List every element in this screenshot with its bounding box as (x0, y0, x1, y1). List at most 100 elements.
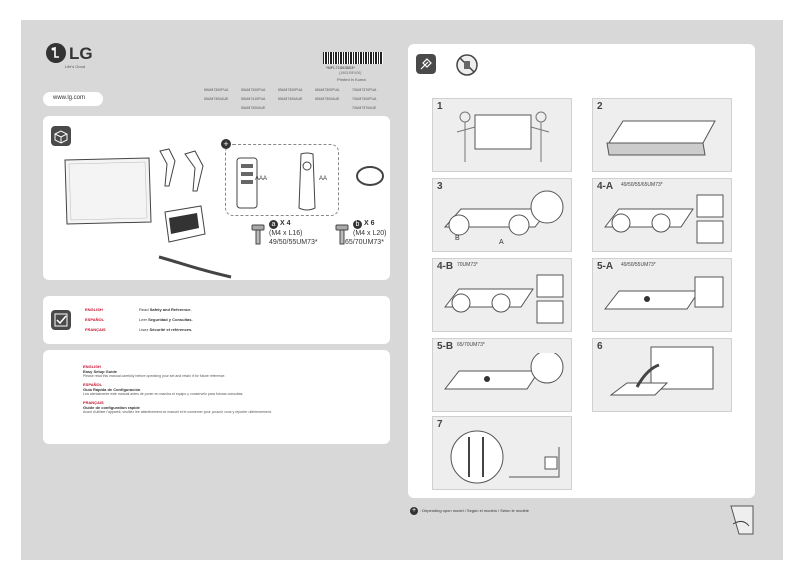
step-6: 6 (592, 338, 732, 412)
battery-aaa-label: AAA (255, 176, 268, 182)
no-spray-icon (456, 54, 478, 76)
step-number: 7 (437, 419, 443, 430)
model: 55UM7300PUA (278, 88, 303, 92)
step-model-label: 65/70UM73* (457, 342, 485, 348)
safety-text: Leer Seguridad y Consultas. (139, 317, 193, 322)
step-7: 7 (432, 416, 572, 490)
screw-b-icon (335, 224, 349, 245)
model: 65UM7300AUE (315, 97, 340, 101)
step-5a: 5-A 49/50/55UM73* (592, 258, 732, 332)
safety-lang: FRANÇAIS (85, 327, 106, 332)
cable-illustration (158, 255, 232, 279)
two-person-lift-illustration (456, 111, 550, 162)
manual-sheet: LG Life's Good www.lg.com *MFL71563803* … (21, 20, 783, 560)
model: 55UM7300PUA (241, 88, 266, 92)
step-model-label: 49/50/55UM73* (621, 262, 656, 268)
step-number: 1 (437, 101, 443, 112)
step3-label-b: B (455, 235, 460, 242)
website-text: www.lg.com (53, 95, 86, 101)
step-4a: 4-A 49/50/55/65UM73* (592, 178, 732, 252)
cable-holder-attach-illustration (603, 276, 724, 310)
printed-in: Printed in Korea (337, 77, 366, 82)
manual-illustration (164, 205, 206, 243)
step-model-label: 70UM73* (457, 262, 478, 268)
model: 70UM7370PUA (352, 88, 377, 92)
step-3: 3 A B (432, 178, 572, 252)
screw-a-size: (M4 x L16) (269, 230, 303, 237)
safety-panel: ENGLISH Read Safety and Reference. ESPAÑ… (43, 296, 390, 344)
tv-upright-illustration (609, 346, 714, 396)
guide-body: Please read this manual carefully before… (83, 374, 226, 378)
screw-b-models: 65/70UM73* (345, 239, 384, 246)
model: 65UM7300AUE (204, 97, 229, 101)
step-1: 1 (432, 98, 572, 172)
guide-title: Easy Setup Guide (83, 369, 118, 374)
footnote-plus-icon: + (410, 507, 418, 515)
screw-a-count: X 4 (280, 220, 291, 227)
step-number: 3 (437, 181, 443, 192)
screw-a-letter: a (269, 220, 278, 229)
parts-panel: + AAA AA a X 4 (M4 x L16) 49/50/55UM73* … (43, 116, 390, 280)
cleaning-brush-icon (416, 54, 436, 74)
guide-lang: ENGLISH (83, 364, 101, 369)
box-icon (51, 126, 71, 146)
footnote: : Depending upon model / Según el modelo… (420, 508, 529, 513)
lg-logo-icon (46, 43, 66, 63)
lg-logo: LG Life's Good (45, 42, 93, 69)
guide-body: Avant d'utiliser l'appareil, veuillez li… (83, 410, 272, 414)
step-4b: 4-B 70UM73* (432, 258, 572, 332)
model: 55UM7300AUE (278, 97, 303, 101)
remote-optional-group (225, 144, 339, 216)
page-turn-icon (730, 505, 754, 535)
logo-text: LG (69, 44, 93, 63)
tv-illustration (64, 157, 152, 225)
cable-holder-attach-illustration (443, 353, 564, 390)
model: 70UM7300PUA (352, 97, 377, 101)
magic-remote-illustration (298, 152, 316, 211)
screw-stand-illustration (443, 274, 564, 324)
safety-lang: ESPAÑOL (85, 317, 105, 322)
logo-tagline: Life's Good (65, 64, 86, 69)
step3-label-a: A (499, 239, 504, 246)
optional-plus-icon: + (221, 139, 231, 149)
checklist-icon (51, 310, 71, 330)
model: 65UM7300PUA (315, 88, 340, 92)
guide-title: Guía Rápida de Configuración (83, 387, 141, 392)
model: 65UM7300PUA (204, 88, 229, 92)
website-pill[interactable]: www.lg.com (43, 92, 103, 106)
step-number: 6 (597, 341, 603, 352)
model: 55UM7410PUA (241, 97, 266, 101)
screw-b-size: (M4 x L20) (353, 230, 387, 237)
safety-text: Read Safety and Reference. (139, 307, 192, 312)
screw-b-letter: b (353, 220, 362, 229)
guide-title: Guide de configuration rapide (83, 405, 140, 410)
tv-on-cushion-illustration (606, 120, 716, 156)
step-number: 5-A (597, 261, 614, 272)
screw-stand-illustration (603, 194, 724, 244)
step-number: 4-A (597, 181, 614, 192)
battery-aa-label: AA (319, 176, 328, 182)
safety-text: Lisez Sécurité et références. (139, 327, 193, 332)
guide-lang: ESPAÑOL (83, 382, 103, 387)
step-model-label: 49/50/55/65UM73* (621, 182, 663, 188)
step-number: 4-B (437, 261, 454, 272)
screw-a-icon (251, 224, 265, 245)
screw-b-count: X 6 (364, 220, 375, 227)
model: 70UM7370AUE (352, 106, 377, 110)
step-number: 5-B (437, 341, 454, 352)
cable-holder-illustration (356, 166, 384, 186)
screw-a-models: 49/50/55UM73* (269, 239, 318, 246)
cable-management-illustration (450, 430, 560, 484)
guide-lang: FRANÇAIS (83, 400, 104, 405)
step-number: 2 (597, 101, 603, 112)
stand-attach-illustration (443, 190, 564, 236)
guide-title-panel: ENGLISH Easy Setup Guide Please read thi… (43, 350, 390, 444)
steps-panel: 1 2 3 A B (408, 44, 755, 498)
barcode (323, 52, 383, 64)
step-2: 2 (592, 98, 732, 172)
model: 55UM7300AUE (241, 106, 266, 110)
barcode-code: *MFL71563803* (326, 65, 355, 70)
safety-lang: ENGLISH (85, 307, 103, 312)
step-5b: 5-B 65/70UM73* (432, 338, 572, 412)
stand-illustration (159, 148, 204, 192)
